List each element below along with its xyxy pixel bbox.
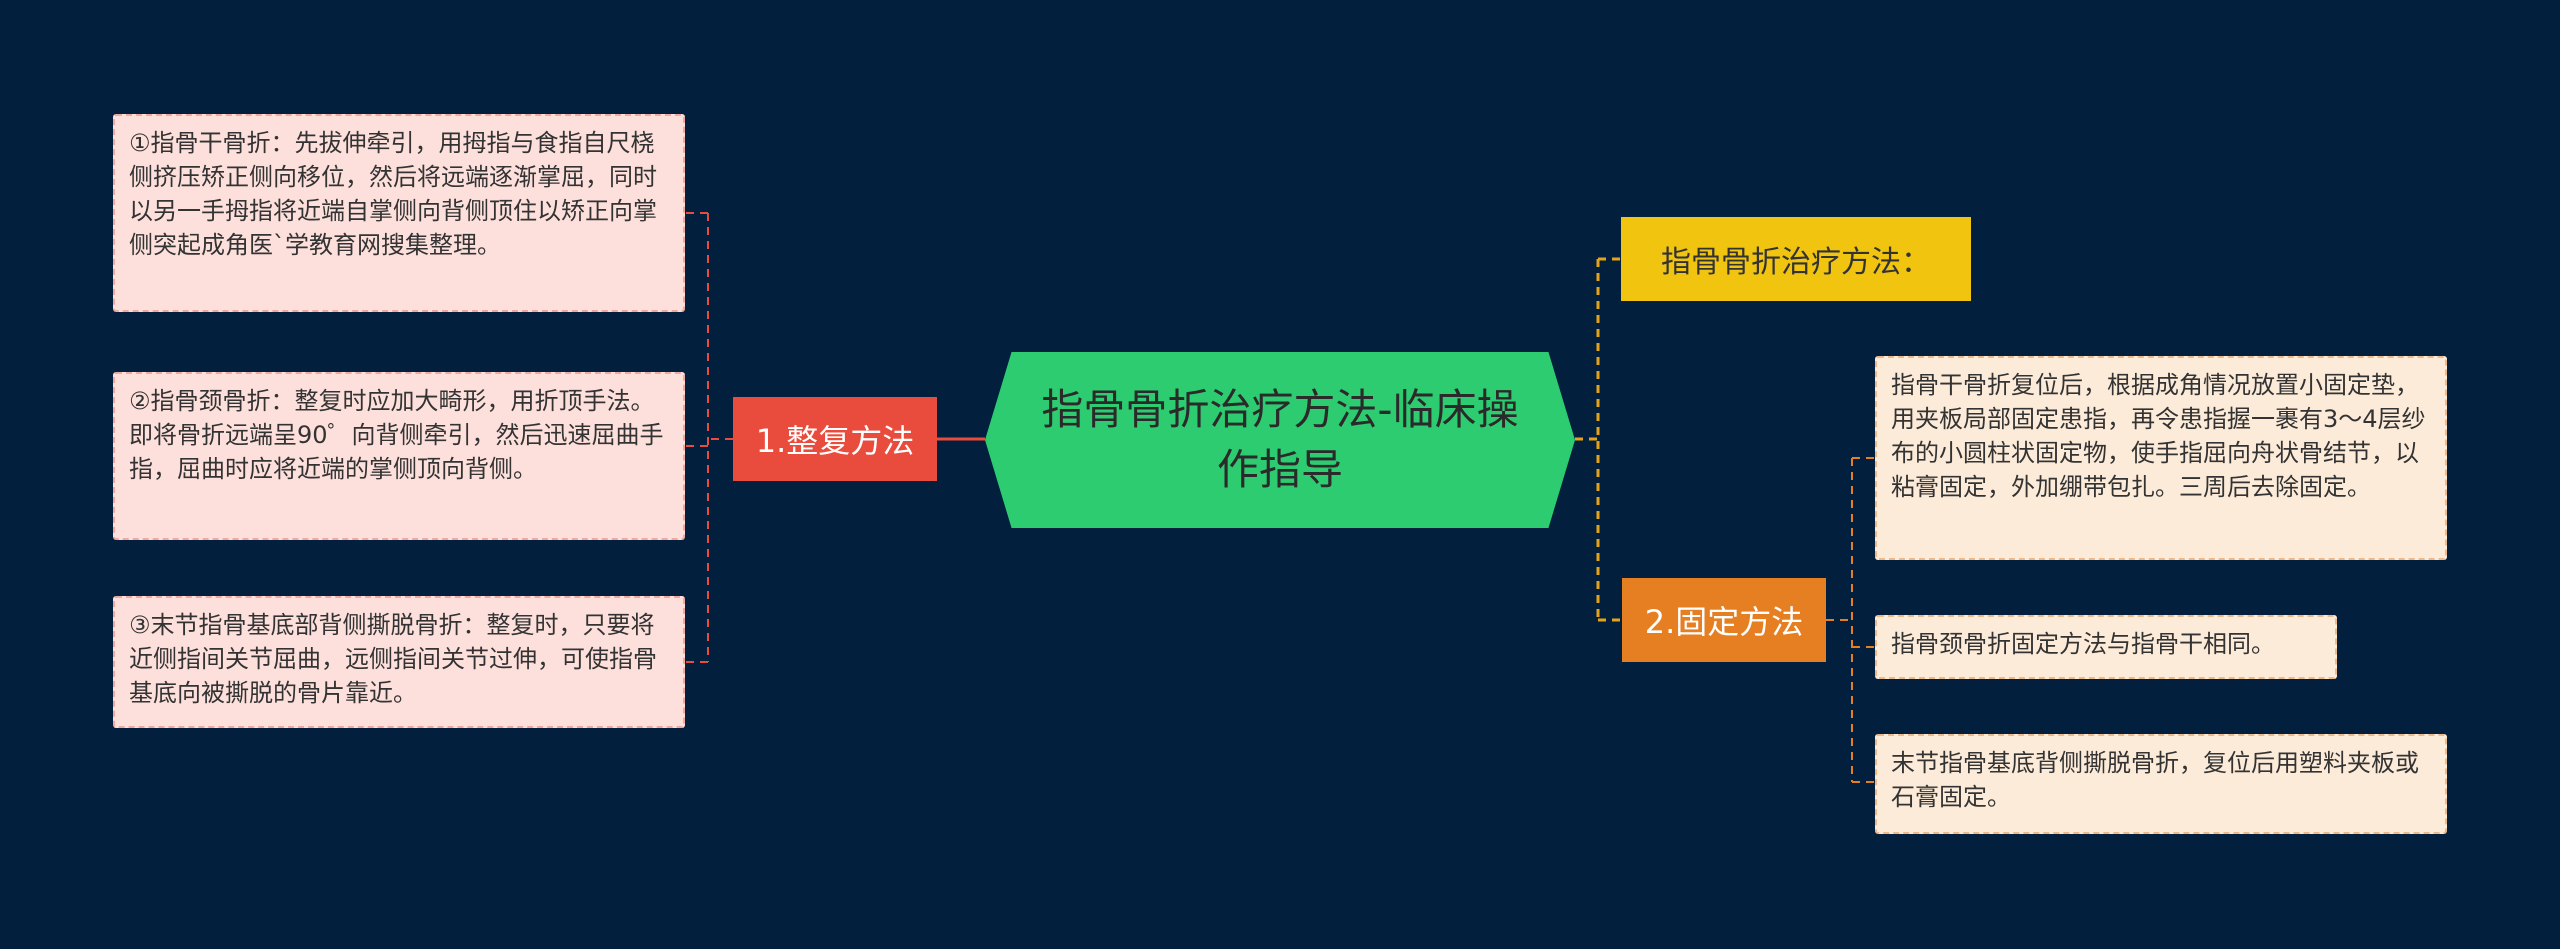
leaf-text: 末节指骨基底背侧撕脱骨折，复位后用塑料夹板或石膏固定。 <box>1891 749 2419 811</box>
treatment-methods-label: 指骨骨折治疗方法： <box>1661 245 1931 280</box>
branch-fixation-label: 2.固定方法 <box>1644 603 1804 641</box>
branch-reduction-method[interactable]: 1.整复方法 <box>733 397 937 481</box>
branch-reduction-label: 1.整复方法 <box>755 422 915 460</box>
leaf-text: ②指骨颈骨折：整复时应加大畸形，用折顶手法。即将骨折远端呈90゜向背侧牵引，然后… <box>129 387 664 483</box>
leaf-text: 指骨颈骨折固定方法与指骨干相同。 <box>1891 630 2275 658</box>
leaf-phalanx-neck-reduction[interactable]: ②指骨颈骨折：整复时应加大畸形，用折顶手法。即将骨折远端呈90゜向背侧牵引，然后… <box>113 372 685 540</box>
leaf-text: ①指骨干骨折：先拔伸牵引，用拇指与食指自尺桡侧挤压矫正侧向移位，然后将远端逐渐掌… <box>129 129 657 259</box>
leaf-text: 指骨干骨折复位后，根据成角情况放置小固定垫，用夹板局部固定患指，再令患指握一裹有… <box>1891 371 2426 501</box>
leaf-text: ③末节指骨基底部背侧撕脱骨折：整复时，只要将近侧指间关节屈曲，远侧指间关节过伸，… <box>129 611 657 707</box>
branch-fixation-method[interactable]: 2.固定方法 <box>1622 578 1826 662</box>
root-node[interactable]: 指骨骨折治疗方法-临床操作指导 <box>985 352 1575 528</box>
leaf-phalanx-neck-fixation[interactable]: 指骨颈骨折固定方法与指骨干相同。 <box>1875 615 2337 679</box>
leaf-distal-avulsion-fixation[interactable]: 末节指骨基底背侧撕脱骨折，复位后用塑料夹板或石膏固定。 <box>1875 734 2447 834</box>
root-label: 指骨骨折治疗方法-临床操作指导 <box>1041 385 1519 494</box>
leaf-phalanx-shaft-fixation[interactable]: 指骨干骨折复位后，根据成角情况放置小固定垫，用夹板局部固定患指，再令患指握一裹有… <box>1875 356 2447 560</box>
leaf-distal-avulsion-reduction[interactable]: ③末节指骨基底部背侧撕脱骨折：整复时，只要将近侧指间关节屈曲，远侧指间关节过伸，… <box>113 596 685 728</box>
leaf-phalanx-shaft-reduction[interactable]: ①指骨干骨折：先拔伸牵引，用拇指与食指自尺桡侧挤压矫正侧向移位，然后将远端逐渐掌… <box>113 114 685 312</box>
treatment-methods-node[interactable]: 指骨骨折治疗方法： <box>1621 217 1971 301</box>
